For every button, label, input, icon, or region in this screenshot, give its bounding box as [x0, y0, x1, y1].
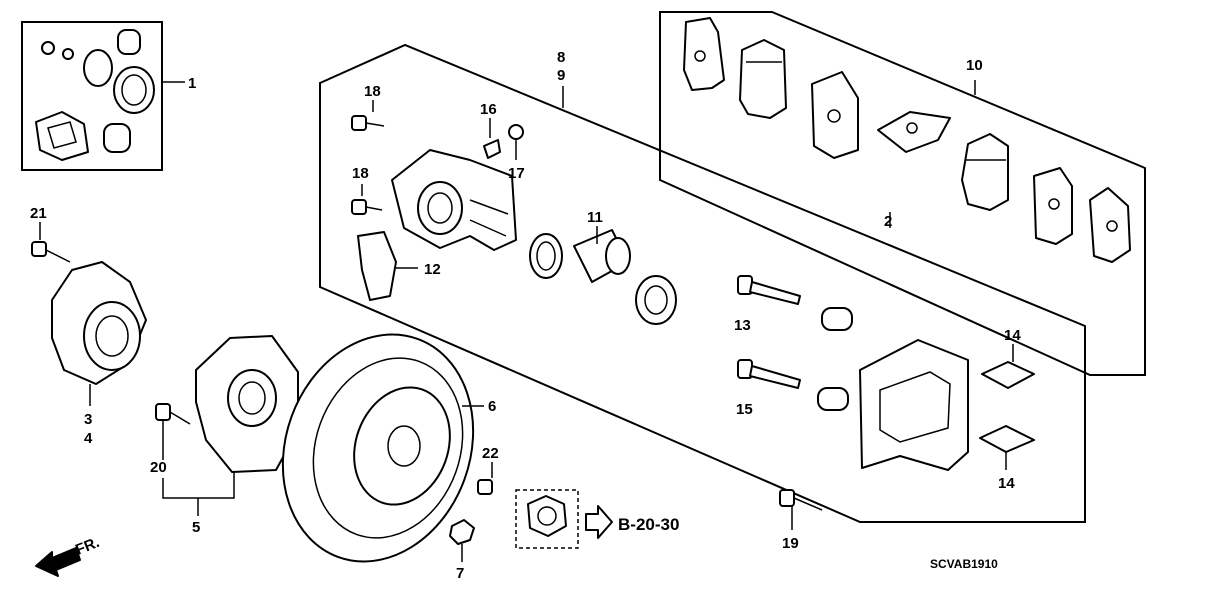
diagram-code: SCVAB1910	[930, 557, 998, 571]
piston	[573, 229, 631, 283]
callout-14-lower: 14	[998, 475, 1015, 492]
seal-kit-box	[21, 21, 185, 171]
callout-2: 2	[884, 213, 892, 230]
caliper-bracket-shim	[357, 231, 418, 301]
pad-set-frame	[659, 11, 1146, 376]
nut-7	[449, 519, 475, 562]
bolt-20	[155, 403, 191, 460]
callout-17: 17	[508, 165, 525, 182]
hub-bearing-unit	[51, 261, 147, 406]
guide-pin-15	[737, 359, 801, 389]
piston-boot	[635, 275, 677, 325]
seal-kit-parts	[35, 29, 155, 161]
callout-12: 12	[424, 261, 441, 278]
callout-18-lower: 18	[352, 165, 369, 182]
callout-18-upper: 18	[364, 83, 381, 100]
callout-20: 20	[150, 459, 167, 476]
callout-13: 13	[734, 317, 751, 334]
bolt-18-lower	[351, 184, 383, 215]
pad-clip-lower	[979, 425, 1035, 470]
callout-3: 3	[84, 411, 92, 428]
callout-5-bracket	[162, 472, 235, 516]
callout-22: 22	[482, 445, 499, 462]
bleeder-screw-16	[483, 118, 501, 159]
caliper-bracket	[859, 339, 969, 471]
pad-clip-upper	[981, 344, 1035, 389]
brake-pad-right	[961, 133, 1009, 211]
bolt-21	[31, 222, 71, 263]
bolt-18-upper	[351, 100, 385, 131]
front-direction-label: FR.	[73, 534, 102, 559]
callout-10: 10	[966, 57, 983, 74]
brake-pad-shim-outer-right	[1089, 187, 1131, 263]
caliper-frame	[319, 43, 1086, 523]
caliper-body	[391, 149, 517, 251]
callout-6: 6	[488, 398, 496, 415]
guide-pin-boot-lower	[817, 387, 849, 411]
reference-label: B-20-30	[618, 515, 679, 534]
brake-disc	[281, 333, 484, 563]
reference-arrow	[585, 505, 613, 539]
brake-pad-shim-right	[1033, 167, 1073, 245]
callout-1: 1	[188, 75, 196, 92]
pad-retainer-plate	[877, 111, 951, 153]
callout-9: 9	[557, 67, 565, 84]
callout-11: 11	[587, 209, 603, 226]
knuckle	[195, 335, 299, 473]
brake-pad-shim-outer-left	[683, 17, 725, 91]
callout-14-upper: 14	[1004, 327, 1021, 344]
bolt-19	[779, 489, 823, 530]
callout-15: 15	[736, 401, 753, 418]
bleeder-cap-17	[508, 124, 524, 160]
spindle-nut-box	[515, 489, 579, 549]
brake-pad-shim-left	[811, 71, 859, 159]
front-direction-arrow	[35, 547, 81, 577]
screw-22	[477, 462, 493, 495]
guide-pin-boot-upper	[821, 307, 853, 331]
callout-8: 8	[557, 49, 565, 66]
callout-19: 19	[782, 535, 799, 552]
brake-pad-left	[739, 39, 787, 119]
guide-pin-13	[737, 275, 801, 305]
callout-16: 16	[480, 101, 497, 118]
callout-7: 7	[456, 565, 464, 582]
callout-5: 5	[192, 519, 200, 536]
callout-21: 21	[30, 205, 47, 222]
callout-4: 4	[84, 430, 93, 447]
piston-seal	[529, 233, 563, 279]
